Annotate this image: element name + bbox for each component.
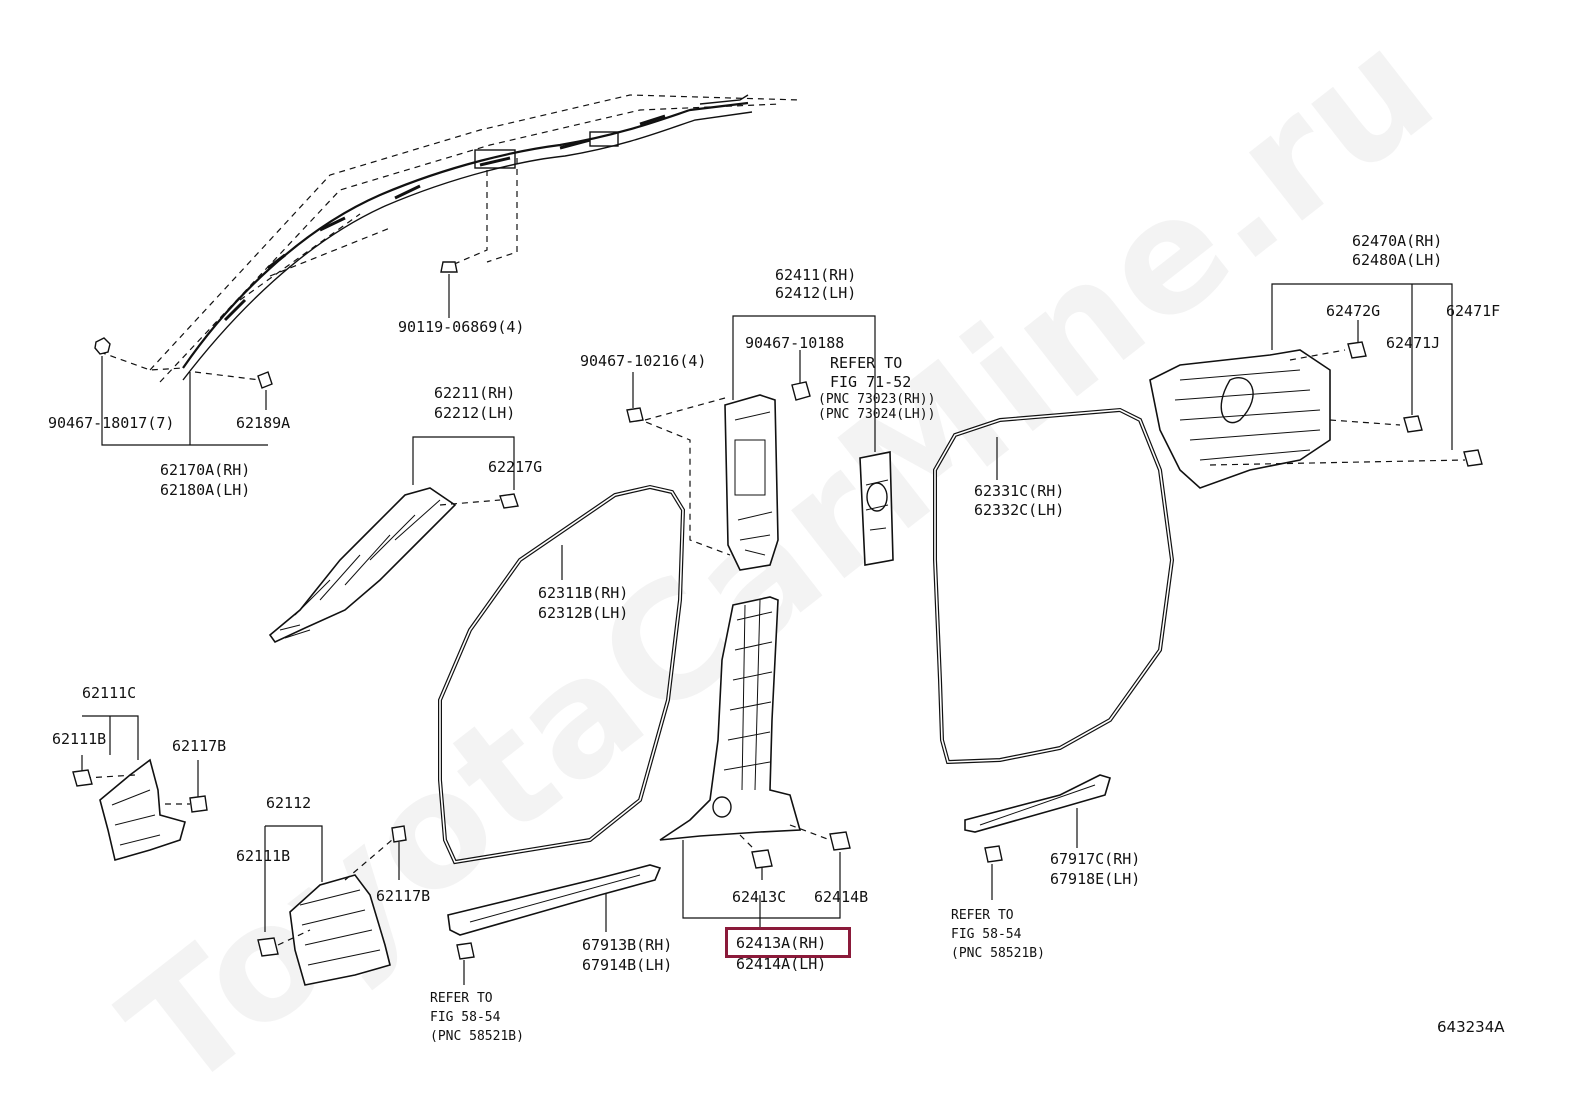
label-62413A[interactable]: 62413A(RH) <box>736 934 827 952</box>
refer-71-52-line4: (PNC 73024(LH)) <box>818 407 936 422</box>
label-62480A: 62480A(LH) <box>1352 251 1443 269</box>
label-62170A: 62170A(RH) <box>160 461 251 479</box>
label-62413C: 62413C <box>732 888 787 906</box>
refer-58-54-a-line3: (PNC 58521B) <box>430 1029 524 1044</box>
clip-62217G <box>499 493 519 509</box>
label-62111C: 62111C <box>82 684 137 702</box>
clip-scuff-front <box>456 942 475 960</box>
label-62180A: 62180A(LH) <box>160 481 251 499</box>
label-90467-10216: 90467-10216(4) <box>580 352 707 370</box>
label-62411: 62411(RH) <box>775 266 857 284</box>
refer-58-54-a-line1: REFER TO <box>430 991 493 1006</box>
quarter-trim-62470A <box>1149 349 1331 489</box>
label-62117B-a: 62117B <box>172 737 227 755</box>
label-90467-10188: 90467-10188 <box>745 334 845 352</box>
refer-71-52-line1: REFER TO <box>830 354 903 372</box>
clip-62117B-b <box>391 825 407 843</box>
label-62331C: 62331C(RH) <box>974 482 1065 500</box>
refer-58-54-b-line2: FIG 58-54 <box>951 927 1022 942</box>
scuff-plate-67917C <box>964 774 1111 833</box>
bolt-90119 <box>440 261 458 273</box>
label-62211: 62211(RH) <box>434 384 516 402</box>
clip-62472G <box>1347 341 1367 359</box>
label-62414A: 62414A(LH) <box>736 955 827 973</box>
clip-62471J <box>1403 415 1423 433</box>
label-62471F: 62471F <box>1446 302 1501 320</box>
curtain-airbag-62170A <box>99 94 801 383</box>
seat-belt-anchor-ref <box>859 451 894 566</box>
clip-62111B-a <box>72 769 93 787</box>
refer-58-54-b-line1: REFER TO <box>951 908 1014 923</box>
clip-62111B-b <box>257 937 279 957</box>
b-pillar-lower-garnish-62413A <box>659 596 802 841</box>
clip-62413C <box>751 849 773 869</box>
highlight-62413A <box>725 927 851 958</box>
cowl-side-trim-62111C <box>99 758 186 862</box>
refer-71-52-line3: (PNC 73023(RH)) <box>818 392 936 407</box>
label-62111B-b: 62111B <box>236 847 291 865</box>
clip-62471F <box>1463 449 1483 467</box>
clip-90467-10188 <box>791 381 811 401</box>
cowl-side-trim-62112 <box>289 874 391 986</box>
rear-door-weatherstrip-62331C <box>933 407 1175 765</box>
label-62189A: 62189A <box>236 414 291 432</box>
clip-62414B <box>829 831 851 851</box>
clip-90467-18017 <box>94 337 111 355</box>
label-62470A: 62470A(RH) <box>1352 232 1443 250</box>
label-90119-06869: 90119-06869(4) <box>398 318 525 336</box>
label-62312B: 62312B(LH) <box>538 604 629 622</box>
clip-scuff-rear <box>984 845 1003 863</box>
label-62472G: 62472G <box>1326 302 1381 320</box>
clip-62117B-a <box>189 795 208 813</box>
refer-58-54-a-line2: FIG 58-54 <box>430 1010 501 1025</box>
label-62111B-a: 62111B <box>52 730 107 748</box>
label-62112: 62112 <box>266 794 312 812</box>
b-pillar-upper-garnish-62411 <box>724 394 779 571</box>
label-62332C: 62332C(LH) <box>974 501 1065 519</box>
refer-71-52-line2: FIG 71-52 <box>830 373 912 391</box>
a-pillar-garnish-62211 <box>268 487 457 644</box>
label-62471J: 62471J <box>1386 334 1441 352</box>
label-62217G: 62217G <box>488 458 543 476</box>
clip-62189A <box>257 371 273 389</box>
label-62414B: 62414B <box>814 888 869 906</box>
refer-58-54-b-line3: (PNC 58521B) <box>951 946 1045 961</box>
front-door-weatherstrip-62311B <box>438 484 686 865</box>
figure-id: 643234A <box>1437 1018 1505 1036</box>
label-62311B: 62311B(RH) <box>538 584 629 602</box>
label-67918E: 67918E(LH) <box>1050 870 1141 888</box>
label-67917C: 67917C(RH) <box>1050 850 1141 868</box>
label-90467-18017: 90467-18017(7) <box>48 414 175 432</box>
label-67913B: 67913B(RH) <box>582 936 673 954</box>
clip-90467-10216 <box>626 407 644 423</box>
label-62117B-b: 62117B <box>376 887 431 905</box>
label-62412: 62412(LH) <box>775 284 857 302</box>
label-67914B: 67914B(LH) <box>582 956 673 974</box>
scuff-plate-67913B <box>447 864 662 936</box>
label-62212: 62212(LH) <box>434 404 516 422</box>
